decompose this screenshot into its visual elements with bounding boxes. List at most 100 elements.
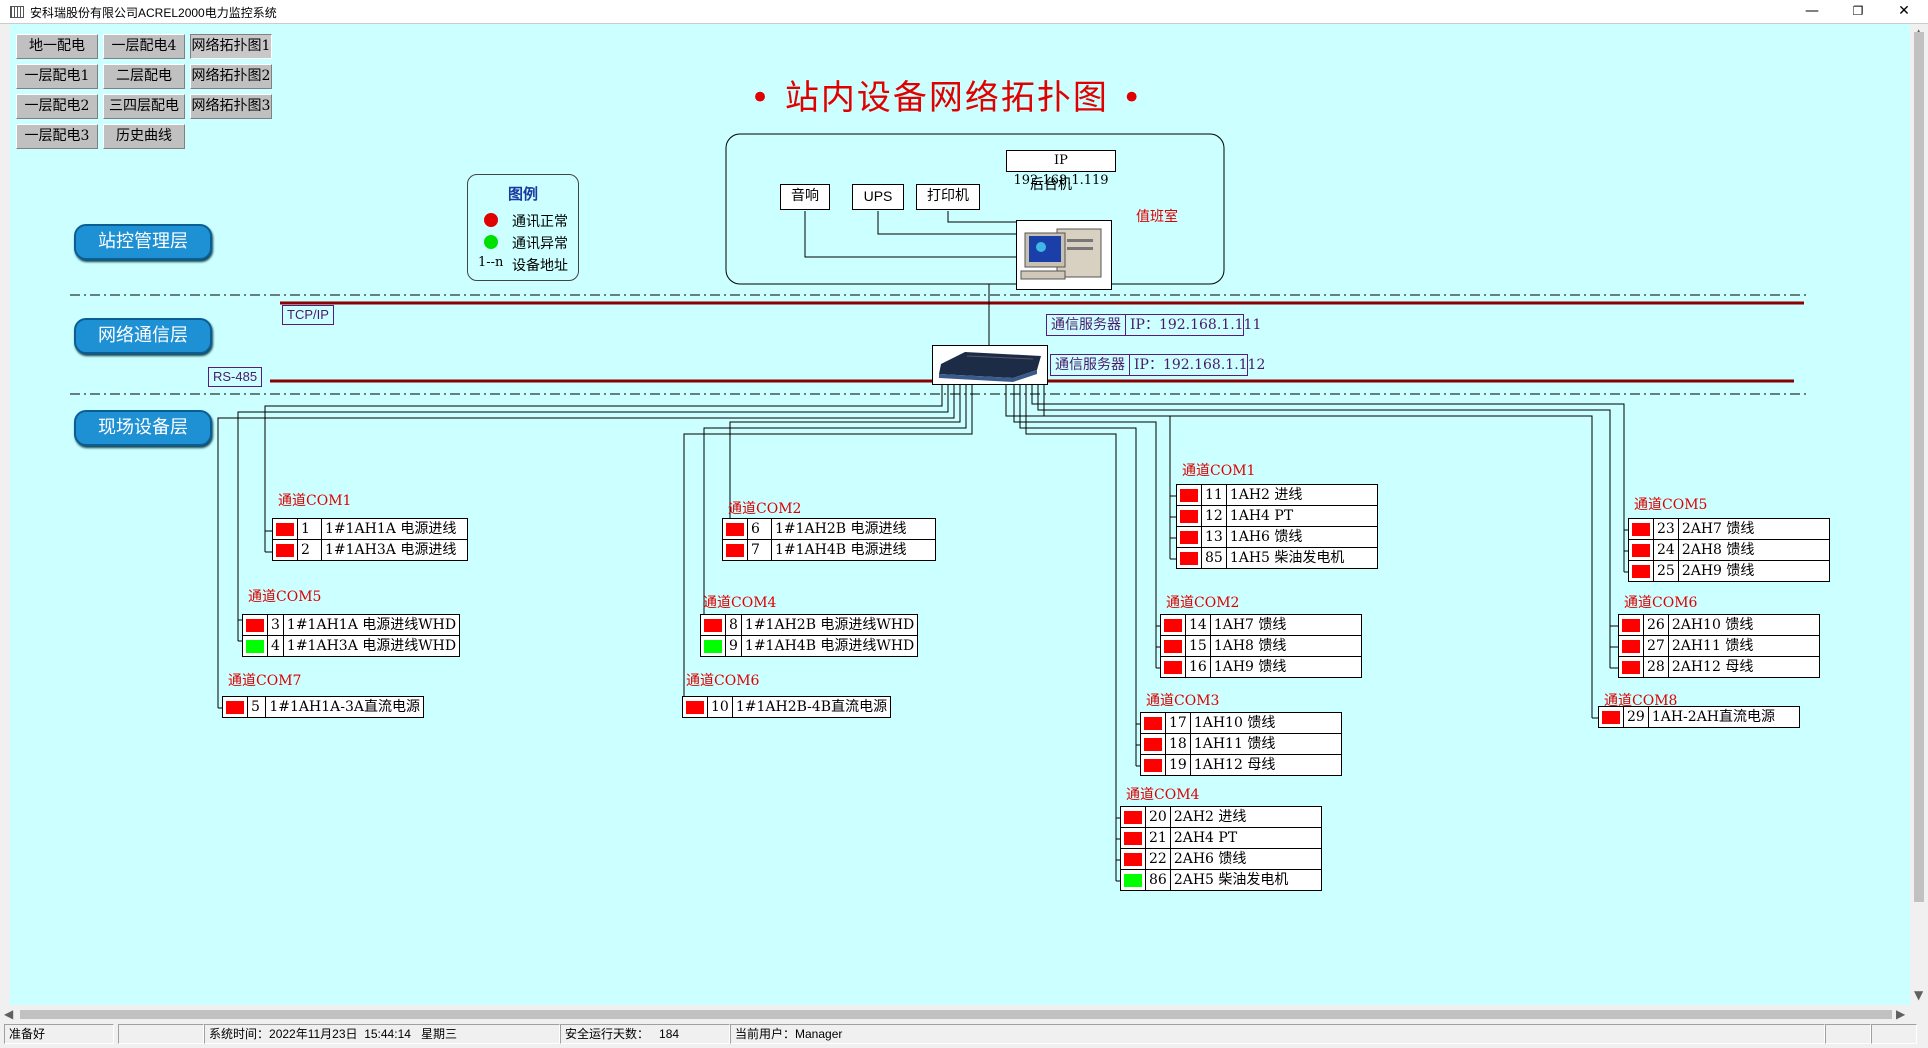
status-indicator-icon <box>726 543 744 557</box>
scroll-down-icon[interactable]: ▼ <box>1914 988 1924 1002</box>
device-address: 21 <box>1145 827 1171 849</box>
device-name: 1#1AH2B 电源进线WHD <box>740 614 919 636</box>
nav-floor1-power4[interactable]: 一层配电4 <box>103 34 185 59</box>
vertical-scrollbar[interactable]: ▲ ▼ <box>1910 24 1928 1005</box>
device-address: 25 <box>1653 560 1679 582</box>
status-empty-3 <box>1871 1024 1917 1044</box>
layer-field-devices[interactable]: 现场设备层 <box>74 410 212 446</box>
device-status-cell <box>1176 484 1202 506</box>
device-address: 20 <box>1145 806 1171 828</box>
nav-history-curve[interactable]: 历史曲线 <box>103 124 185 149</box>
channel-trunk-line <box>1019 385 1137 766</box>
device-address: 8 <box>725 614 742 636</box>
scroll-left-icon[interactable]: ◀ <box>4 1007 14 1021</box>
nav-floor1-power1[interactable]: 一层配电1 <box>16 64 98 89</box>
system-time-date: 2022年11月23日 <box>269 1027 358 1041</box>
device-status-cell <box>682 696 708 718</box>
layer-network-communication[interactable]: 网络通信层 <box>74 318 212 354</box>
device-name: 2AH9 馈线 <box>1677 560 1831 582</box>
status-indicator-icon <box>1124 873 1142 887</box>
status-current-user: 当前用户：Manager <box>730 1024 1825 1044</box>
device-status-cell <box>1120 848 1146 870</box>
nav-floor2-power[interactable]: 二层配电 <box>103 64 185 89</box>
scroll-right-icon[interactable]: ▶ <box>1896 1007 1906 1021</box>
minimize-button[interactable]: — <box>1805 3 1819 19</box>
close-button[interactable]: ✕ <box>1898 3 1910 19</box>
status-indicator-icon <box>1632 543 1650 557</box>
layer-station-management[interactable]: 站控管理层 <box>74 224 212 260</box>
horizontal-scroll-thumb[interactable] <box>20 1010 1892 1019</box>
channel-trunk-line <box>1043 385 1593 718</box>
status-indicator-icon <box>1164 618 1182 632</box>
nav-topology-3[interactable]: 网络拓扑图3 <box>190 94 272 119</box>
vertical-scroll-thumb[interactable] <box>1914 32 1924 902</box>
status-indicator-icon <box>1180 509 1198 523</box>
speaker-box: 音响 <box>780 184 830 210</box>
device-address: 29 <box>1623 706 1649 728</box>
system-time-label: 系统时间： <box>209 1027 270 1041</box>
horizontal-scrollbar[interactable]: ◀ ▶ <box>0 1005 1928 1023</box>
channel-trunk-line <box>217 385 955 708</box>
channel-label: 通道COM8 <box>1604 693 1678 709</box>
legend-address-symbol: 1--n <box>478 255 504 270</box>
device-name: 2AH12 母线 <box>1667 656 1821 678</box>
status-indicator-icon <box>1632 564 1650 578</box>
device-name: 2AH8 馈线 <box>1677 539 1831 561</box>
nav-topology-2[interactable]: 网络拓扑图2 <box>190 64 272 89</box>
legend-abnormal-icon <box>484 235 498 249</box>
nav-b1-power[interactable]: 地一配电 <box>16 34 98 59</box>
nav-topology-1[interactable]: 网络拓扑图1 <box>190 34 272 59</box>
nav-floor1-power3[interactable]: 一层配电3 <box>16 124 98 149</box>
user-value: Manager <box>795 1027 843 1041</box>
device-status-cell <box>1628 518 1654 540</box>
safe-days-label: 安全运行天数： <box>565 1027 650 1041</box>
duty-room-label: 值班室 <box>1136 209 1178 225</box>
device-address: 10 <box>707 696 733 718</box>
title-bar: 安科瑞股份有限公司ACREL2000电力监控系统 — ❐ ✕ <box>0 0 1928 24</box>
nav-floor34-power[interactable]: 三四层配电 <box>103 94 185 119</box>
device-name: 1AH8 馈线 <box>1209 635 1363 657</box>
status-indicator-icon <box>1164 660 1182 674</box>
status-indicator-icon <box>1144 737 1162 751</box>
device-status-cell <box>1628 560 1654 582</box>
device-status-cell <box>242 635 268 657</box>
device-status-cell <box>222 696 248 718</box>
restore-button[interactable]: ❐ <box>1852 4 1864 18</box>
device-name: 1AH12 母线 <box>1189 754 1343 776</box>
nav-floor1-power2[interactable]: 一层配电2 <box>16 94 98 119</box>
